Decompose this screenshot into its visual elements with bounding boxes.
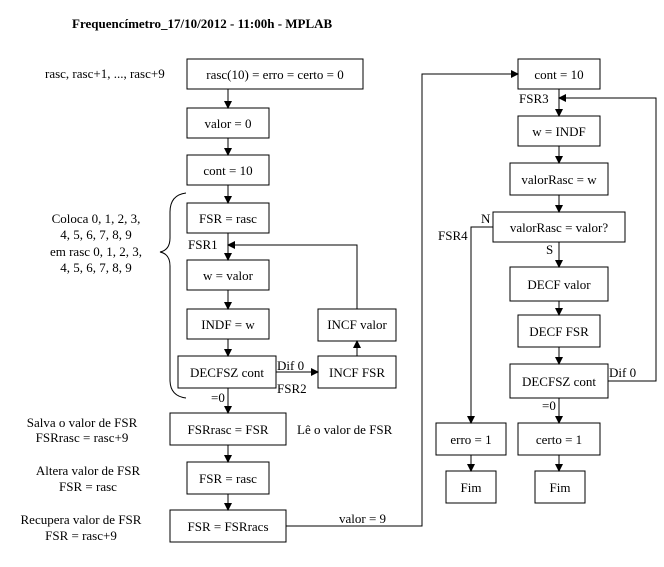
box-init: rasc(10) = erro = certo = 0 xyxy=(186,58,364,90)
note-recupera: Recupera valor de FSR FSR = rasc+9 xyxy=(21,512,142,543)
svg-text:DECFSZ cont: DECFSZ cont xyxy=(190,365,264,380)
svg-text:FSRrasc = rasc+9: FSRrasc = rasc+9 xyxy=(36,430,129,445)
label-n: N xyxy=(481,211,491,226)
svg-text:FSR = FSRracs: FSR = FSRracs xyxy=(187,519,268,534)
box-fsr-fsrracs: FSR = FSRracs xyxy=(169,509,287,543)
box-fsr-rasc-2: FSR = rasc xyxy=(186,461,270,495)
svg-text:INDF = w: INDF = w xyxy=(201,317,255,332)
svg-text:4, 5, 6, 7, 8, 9: 4, 5, 6, 7, 8, 9 xyxy=(60,227,132,242)
note-coloca: Coloca 0, 1, 2, 3, 4, 5, 6, 7, 8, 9 em r… xyxy=(50,211,142,275)
label-rasc-list: rasc, rasc+1, ..., rasc+9 xyxy=(45,66,165,81)
note-altera: Altera valor de FSR FSR = rasc xyxy=(36,463,141,494)
svg-text:Fim: Fim xyxy=(461,480,482,495)
svg-text:DECFSZ cont: DECFSZ cont xyxy=(522,374,596,389)
svg-text:cont = 10: cont = 10 xyxy=(203,163,252,178)
label-fsr1: FSR1 xyxy=(188,237,218,252)
box-certo-1: certo = 1 xyxy=(517,422,601,456)
box-w-indf: w = INDF xyxy=(517,115,601,147)
svg-text:DECF valor: DECF valor xyxy=(527,277,591,292)
box-indf-w: INDF = w xyxy=(186,308,270,340)
svg-text:Altera valor de FSR: Altera valor de FSR xyxy=(36,463,141,478)
svg-text:FSR = rasc: FSR = rasc xyxy=(199,471,257,486)
label-dif0-left: Dif 0 xyxy=(277,358,304,373)
svg-text:FSRrasc = FSR: FSRrasc = FSR xyxy=(187,422,268,437)
label-s: S xyxy=(546,242,553,257)
svg-text:4, 5, 6, 7, 8, 9: 4, 5, 6, 7, 8, 9 xyxy=(60,260,132,275)
label-eq0-left: =0 xyxy=(211,390,225,405)
connectors-left xyxy=(224,70,519,527)
box-w-valor: w = valor xyxy=(186,259,270,291)
connectors-right xyxy=(467,89,657,472)
svg-text:rasc(10) = erro = certo = 0: rasc(10) = erro = certo = 0 xyxy=(206,67,344,82)
box-fim-right: Fim xyxy=(534,470,586,504)
svg-text:w = INDF: w = INDF xyxy=(532,124,586,139)
box-fsr-rasc: FSR = rasc xyxy=(186,202,270,234)
box-valor-0: valor = 0 xyxy=(186,107,270,139)
box-incf-valor: INCF valor xyxy=(317,308,397,342)
svg-text:Recupera valor de FSR: Recupera valor de FSR xyxy=(21,512,142,527)
svg-text:w = valor: w = valor xyxy=(203,268,254,283)
svg-text:Salva o valor de FSR: Salva o valor de FSR xyxy=(27,415,138,430)
svg-text:erro = 1: erro = 1 xyxy=(450,432,491,447)
svg-text:valorRasc = w: valorRasc = w xyxy=(521,172,597,187)
label-le-valor: Lê o valor de FSR xyxy=(297,422,393,437)
box-cont-10-right: cont = 10 xyxy=(517,58,601,90)
box-valorrasc-w: valorRasc = w xyxy=(509,162,609,196)
box-fsrrasc: FSRrasc = FSR xyxy=(169,412,287,446)
label-fsr3: FSR3 xyxy=(519,91,549,106)
svg-text:Coloca 0, 1, 2, 3,: Coloca 0, 1, 2, 3, xyxy=(52,211,141,226)
svg-text:INCF valor: INCF valor xyxy=(327,317,387,332)
svg-text:INCF FSR: INCF FSR xyxy=(329,365,385,380)
box-decision: valorRasc = valor? xyxy=(492,211,626,243)
svg-text:valor = 0: valor = 0 xyxy=(204,116,251,131)
svg-text:DECF FSR: DECF FSR xyxy=(529,324,589,339)
label-dif0-right: Dif 0 xyxy=(609,365,636,380)
svg-text:valorRasc = valor?: valorRasc = valor? xyxy=(510,220,609,235)
label-eq0-right: =0 xyxy=(542,398,556,413)
svg-text:em rasc 0, 1, 2, 3,: em rasc 0, 1, 2, 3, xyxy=(50,244,142,259)
note-salva: Salva o valor de FSR FSRrasc = rasc+9 xyxy=(27,415,138,445)
box-decf-fsr: DECF FSR xyxy=(517,314,601,348)
box-decf-valor: DECF valor xyxy=(509,266,609,302)
diagram-title: Frequencímetro_17/10/2012 - 11:00h - MPL… xyxy=(72,16,333,31)
svg-text:certo = 1: certo = 1 xyxy=(536,432,582,447)
svg-text:FSR = rasc+9: FSR = rasc+9 xyxy=(45,528,117,543)
svg-text:FSR = rasc: FSR = rasc xyxy=(199,211,257,226)
box-decfsz-right: DECFSZ cont xyxy=(509,363,609,399)
svg-text:FSR = rasc: FSR = rasc xyxy=(59,479,117,494)
box-fim-left: Fim xyxy=(445,470,497,504)
box-decfsz-left: DECFSZ cont xyxy=(177,355,277,389)
box-erro-1: erro = 1 xyxy=(435,422,507,456)
label-fsr4: FSR4 xyxy=(438,228,468,243)
box-cont-10-left: cont = 10 xyxy=(186,154,270,186)
svg-text:cont = 10: cont = 10 xyxy=(534,67,583,82)
loop-brace xyxy=(159,192,187,399)
svg-text:Fim: Fim xyxy=(550,480,571,495)
label-fsr2: FSR2 xyxy=(277,381,307,396)
label-valor-9: valor = 9 xyxy=(339,511,386,526)
box-incf-fsr: INCF FSR xyxy=(317,355,397,389)
